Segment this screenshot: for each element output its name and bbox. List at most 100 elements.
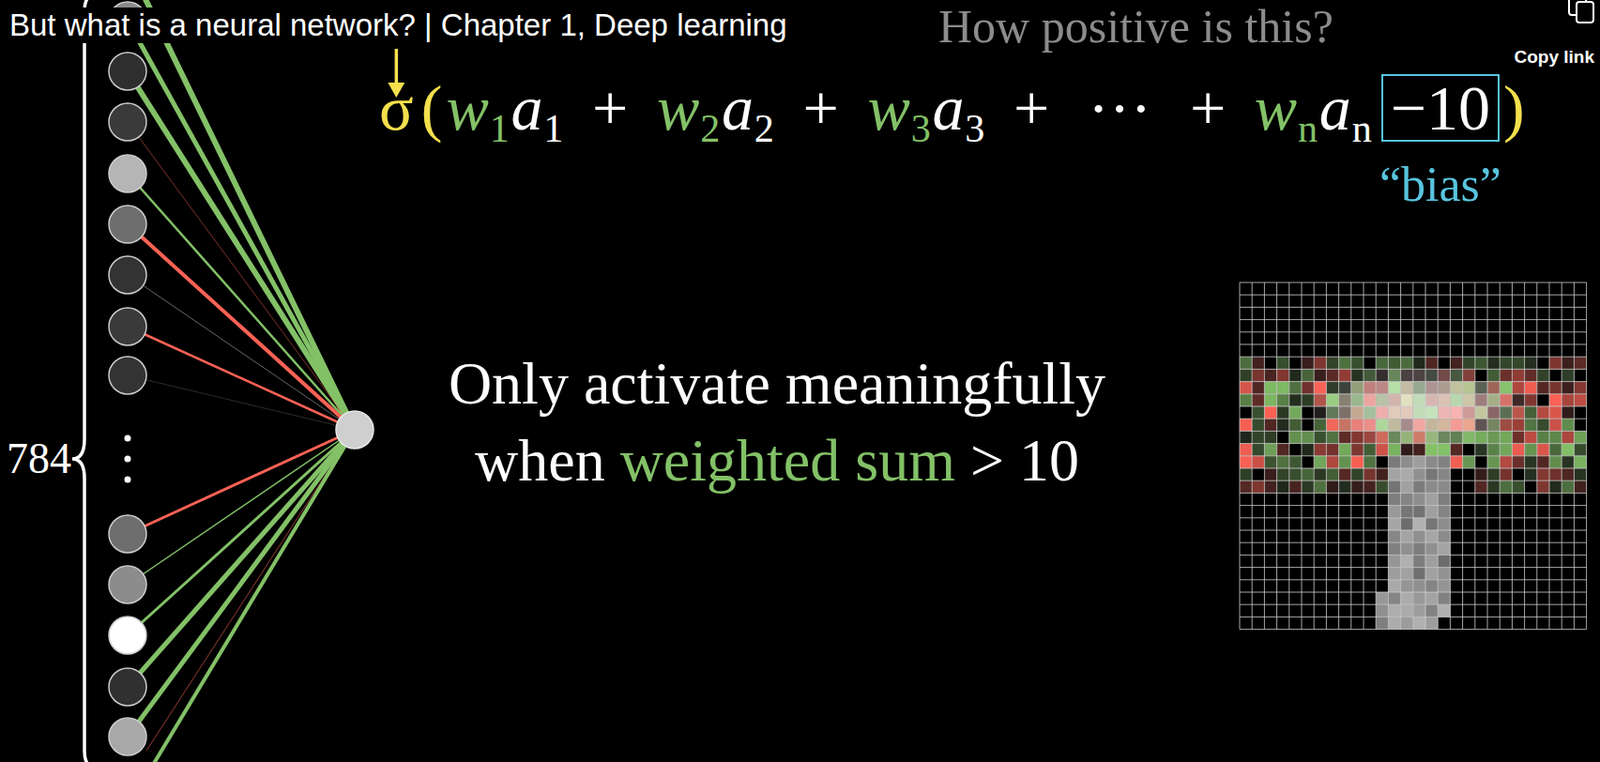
- heatmap-cell: [1387, 592, 1401, 605]
- heatmap-cell: [1449, 356, 1463, 369]
- heatmap-cell: [1449, 394, 1463, 407]
- heatmap-cell: [1289, 468, 1302, 481]
- heatmap-cell: [1561, 480, 1574, 493]
- heatmap-cell: [1313, 356, 1326, 369]
- input-neuron: [108, 356, 147, 395]
- heatmap-cell: [1289, 456, 1302, 469]
- weight-wire: [127, 71, 355, 430]
- heatmap-cell: [1401, 430, 1414, 443]
- heatmap-cell: [1401, 368, 1414, 381]
- grid-line: [1239, 492, 1587, 494]
- heatmap-cell: [1413, 616, 1426, 629]
- layer-brace: [72, 0, 96, 762]
- heatmap-cell: [1437, 604, 1450, 617]
- bias-box: −10: [1381, 74, 1500, 142]
- heatmap-cell: [1537, 418, 1550, 431]
- heatmap-cell: [1462, 394, 1476, 407]
- weight-wire: [127, 429, 355, 687]
- heatmap-cell: [1475, 418, 1488, 431]
- grid-line: [1239, 468, 1587, 470]
- heatmap-cell: [1313, 456, 1326, 469]
- heatmap-cell: [1425, 368, 1438, 381]
- heatmap-cell: [1387, 518, 1401, 531]
- heatmap-cell: [1251, 406, 1265, 419]
- heatmap-cell: [1487, 430, 1500, 443]
- heatmap-cell: [1351, 394, 1364, 407]
- heatmap-cell: [1462, 356, 1476, 369]
- heatmap-cell: [1277, 368, 1290, 381]
- heatmap-cell: [1425, 542, 1438, 555]
- heatmap-cell: [1524, 430, 1538, 443]
- heatmap-cell: [1351, 480, 1364, 493]
- heatmap-cell: [1375, 368, 1388, 381]
- heatmap-cell: [1387, 443, 1401, 457]
- heatmap-cell: [1375, 418, 1388, 431]
- heatmap-cell: [1251, 456, 1265, 469]
- heatmap-cell: [1264, 468, 1277, 481]
- ellipsis-dot: [124, 435, 132, 442]
- heatmap-cell: [1475, 356, 1488, 369]
- heatmap-cell: [1425, 492, 1438, 505]
- curly-brace: [72, 0, 96, 762]
- heatmap-cell: [1413, 468, 1426, 481]
- copy-link-label: Copy link: [1513, 46, 1595, 68]
- heatmap-cell: [1325, 394, 1339, 407]
- heatmap-cell: [1413, 418, 1426, 431]
- heatmap-cell: [1524, 468, 1538, 481]
- heatmap-cell: [1239, 418, 1252, 431]
- weight-wire: [146, 429, 355, 751]
- heatmap-cell: [1511, 443, 1524, 457]
- heatmap-cell: [1425, 443, 1438, 457]
- heatmap-cell: [1561, 443, 1574, 457]
- heatmap-cell: [1549, 456, 1562, 469]
- heatmap-cell: [1325, 480, 1339, 493]
- heatmap-cell: [1401, 406, 1414, 419]
- heatmap-cell: [1375, 430, 1388, 443]
- grid-line: [1239, 504, 1587, 506]
- heatmap-cell: [1413, 579, 1426, 593]
- heatmap-cell: [1524, 443, 1538, 457]
- ellipsis-dot: [124, 456, 132, 463]
- heatmap-cell: [1499, 394, 1512, 407]
- heatmap-cell: [1351, 443, 1364, 457]
- heatmap-cell: [1401, 530, 1414, 543]
- heatmap-cell: [1387, 456, 1401, 469]
- heatmap-cell: [1277, 356, 1290, 369]
- subscript: 2: [700, 106, 720, 152]
- heatmap-cell: [1401, 381, 1414, 395]
- grid-line: [1239, 616, 1587, 618]
- heatmap-cell: [1264, 480, 1277, 493]
- heatmap-cell: [1301, 430, 1314, 443]
- heatmap-cell: [1401, 505, 1414, 519]
- heatmap-cell: [1277, 443, 1290, 457]
- heatmap-cell: [1375, 443, 1388, 457]
- heatmap-cell: [1325, 456, 1339, 469]
- heatmap-cell: [1462, 430, 1476, 443]
- heatmap-cell: [1339, 480, 1352, 493]
- heatmap-cell: [1499, 443, 1512, 457]
- heatmap-cell: [1425, 592, 1438, 605]
- heatmap-cell: [1475, 480, 1488, 493]
- heatmap-cell: [1425, 505, 1438, 519]
- heatmap-cell: [1387, 492, 1401, 505]
- heatmap-cell: [1561, 430, 1574, 443]
- heatmap-cell: [1511, 368, 1524, 381]
- heatmap-cell: [1313, 468, 1326, 481]
- input-neurons: [108, 1, 374, 756]
- subscript: 1: [489, 106, 510, 152]
- heatmap-cell: [1511, 394, 1524, 407]
- grid-line: [1239, 344, 1587, 346]
- heatmap-cell: [1499, 406, 1512, 419]
- heatmap-cell: [1401, 492, 1414, 505]
- heatmap-cell: [1449, 443, 1463, 457]
- grid-line: [1239, 455, 1587, 457]
- heatmap-cell: [1387, 480, 1401, 493]
- heatmap-cell: [1437, 567, 1450, 580]
- heatmap-cell: [1375, 604, 1388, 617]
- heatmap-cell: [1573, 356, 1586, 369]
- weight-wire: [127, 224, 355, 430]
- heatmap-cell: [1301, 368, 1314, 381]
- heatmap-cell: [1437, 492, 1450, 505]
- heatmap-cell: [1524, 456, 1538, 469]
- heatmap-cell: [1313, 406, 1326, 419]
